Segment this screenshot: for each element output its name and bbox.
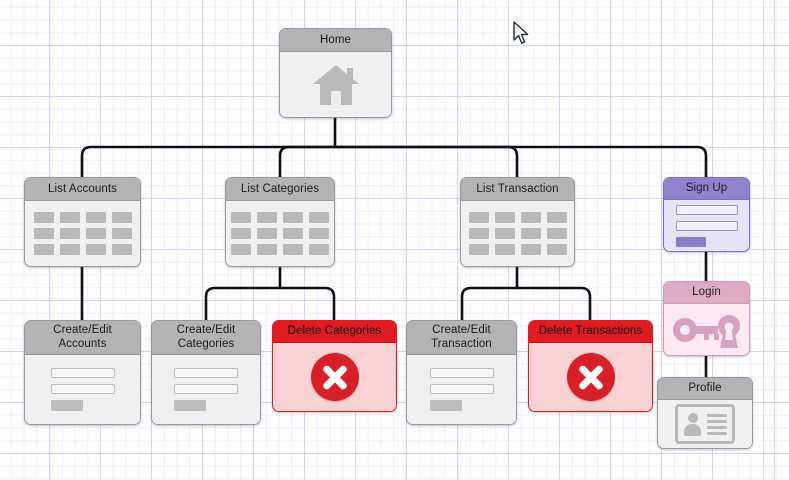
node-delete-transactions-title: Delete Transactions (529, 321, 652, 343)
title-line-2: Transaction (431, 337, 492, 350)
node-sign-up[interactable]: Sign Up (663, 177, 750, 252)
node-delete-categories-title: Delete Categories (273, 321, 396, 343)
node-list-categories-title: List Categories (226, 178, 334, 201)
node-delete-transactions-body (529, 343, 652, 411)
node-home[interactable]: Home (279, 28, 392, 118)
node-sign-up-body (664, 200, 749, 251)
node-create-edit-categories-title: Create/Edit Categories (152, 321, 260, 355)
signup-form-icon (675, 204, 738, 247)
form-icon (174, 368, 238, 411)
node-profile[interactable]: Profile (657, 377, 753, 449)
canvas-right-border (774, 0, 775, 480)
node-login-title: Login (664, 282, 749, 304)
node-home-body (280, 52, 391, 117)
title-line-2: Categories (177, 337, 235, 350)
node-list-accounts[interactable]: List Accounts (24, 177, 141, 267)
node-list-categories-body (226, 201, 334, 266)
form-icon (429, 368, 494, 411)
node-list-accounts-body (25, 201, 140, 266)
node-create-edit-categories[interactable]: Create/Edit Categories (151, 320, 261, 425)
node-create-edit-accounts-body (25, 355, 140, 424)
key-icon (672, 314, 740, 348)
node-list-transaction-body (461, 201, 574, 266)
node-profile-title: Profile (658, 378, 752, 400)
node-create-edit-accounts[interactable]: Create/Edit Accounts (24, 320, 141, 425)
node-login[interactable]: Login (663, 281, 750, 356)
title-line-1: Create/Edit (432, 324, 491, 336)
mouse-cursor (513, 21, 529, 44)
node-list-transaction[interactable]: List Transaction (460, 177, 575, 267)
title-line-1: Create/Edit (53, 324, 112, 336)
node-create-edit-transaction-title: Create/Edit Transaction (407, 321, 516, 355)
title-line-1: Create/Edit (176, 324, 236, 336)
node-list-accounts-title: List Accounts (25, 178, 140, 201)
form-icon (50, 368, 115, 411)
node-profile-body (658, 400, 752, 448)
table-grid-icon (231, 212, 329, 255)
table-grid-icon (468, 212, 567, 255)
title-line-2: Accounts (58, 337, 107, 350)
node-home-title: Home (280, 29, 391, 52)
node-delete-categories-body (273, 343, 396, 411)
node-sign-up-title: Sign Up (664, 178, 749, 200)
node-list-transaction-title: List Transaction (461, 178, 574, 201)
node-create-edit-accounts-title: Create/Edit Accounts (25, 321, 140, 355)
node-list-categories[interactable]: List Categories (225, 177, 335, 267)
house-icon (312, 64, 359, 105)
delete-x-icon (310, 353, 359, 401)
node-create-edit-transaction-body (407, 355, 516, 424)
node-create-edit-transaction[interactable]: Create/Edit Transaction (406, 320, 517, 425)
node-delete-transactions[interactable]: Delete Transactions (528, 320, 653, 412)
delete-x-icon (566, 353, 615, 401)
id-card-icon (675, 404, 735, 444)
table-grid-icon (33, 212, 132, 255)
node-create-edit-categories-body (152, 355, 260, 424)
node-delete-categories[interactable]: Delete Categories (272, 320, 397, 412)
node-login-body (664, 304, 749, 355)
